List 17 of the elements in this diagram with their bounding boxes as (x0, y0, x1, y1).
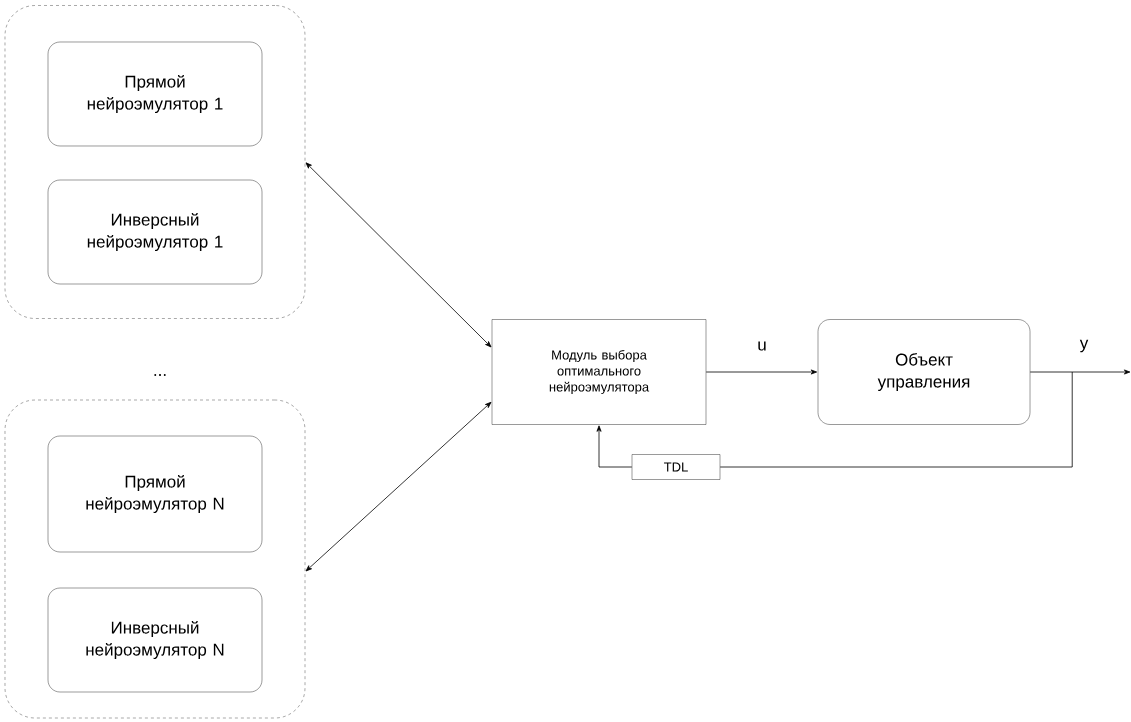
arrow (305, 162, 492, 348)
edge-label: y (1078, 338, 1090, 354)
ellipsis-label: ... (154, 374, 166, 376)
delay-box: TDL (631, 454, 721, 480)
dashed-group-box (4, 5, 306, 319)
dashed-group-box (4, 399, 306, 719)
process-box: Инверсный нейроэмулятор 1 (47, 179, 263, 285)
arrow (1029, 369, 1131, 375)
process-box: Объект управления (817, 319, 1031, 425)
process-box: Прямой нейроэмулятор 1 (47, 41, 263, 147)
arrow (705, 369, 818, 375)
process-box: Инверсный нейроэмулятор N (47, 587, 263, 693)
edge-label: u (756, 340, 768, 352)
process-box: Прямой нейроэмулятор N (47, 435, 263, 553)
arrow (596, 425, 633, 468)
arrow (305, 401, 492, 572)
process-box: Модуль выбора оптимального нейроэмулятора (491, 319, 707, 425)
